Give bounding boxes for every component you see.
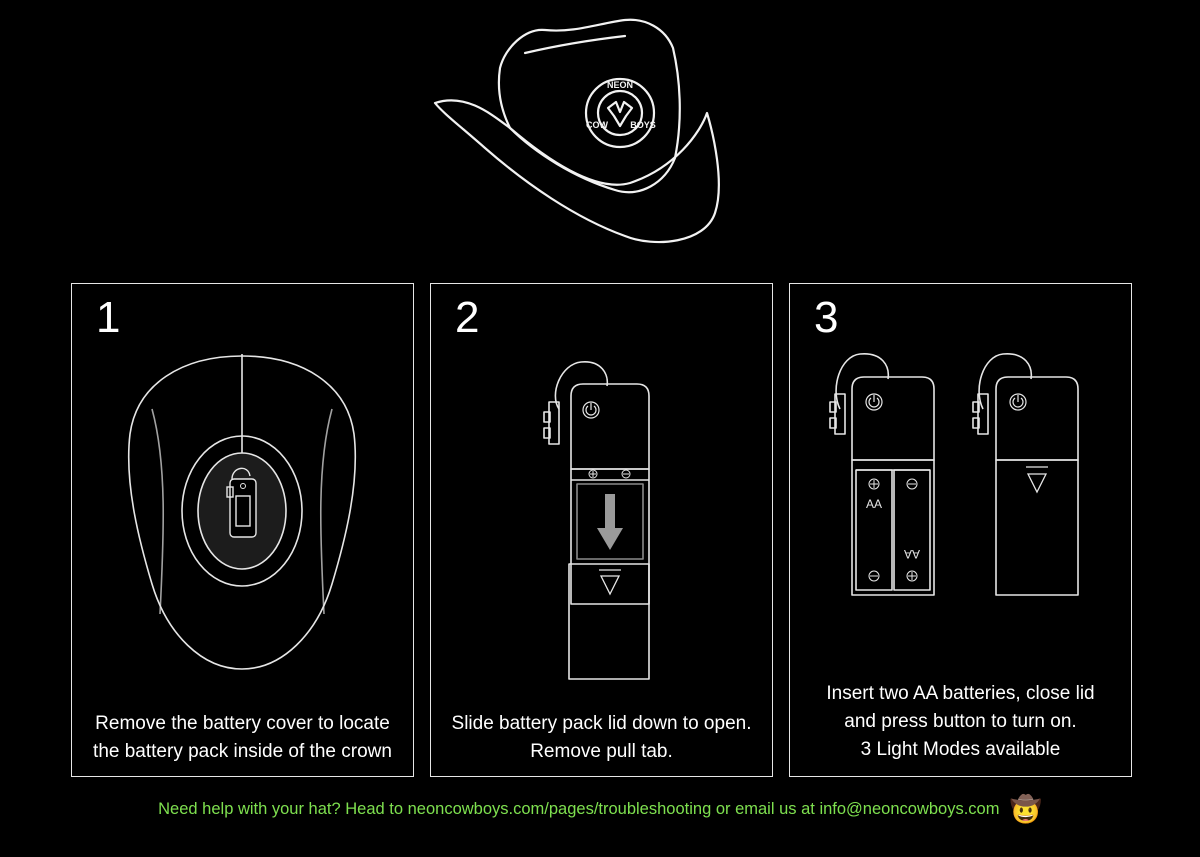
- minus-icon: [868, 570, 880, 582]
- triangle-down-icon: [1026, 466, 1048, 494]
- minus-icon: [906, 478, 918, 490]
- power-button-icon: [1009, 393, 1027, 411]
- step-panel-1: 1 Remove the battery cover to locate the…: [71, 283, 414, 777]
- hat-badge-top: NEON: [607, 80, 633, 90]
- step-number: 2: [455, 293, 480, 342]
- cowboy-hat-icon: NEON COW BOYS: [433, 18, 720, 244]
- caption-line: Remove pull tab.: [530, 741, 673, 762]
- cowboy-emoji-icon: 🤠: [1009, 794, 1042, 824]
- caption-line: and press button to turn on.: [844, 711, 1077, 732]
- plus-icon: [588, 469, 598, 479]
- triangle-down-icon: [599, 569, 621, 596]
- minus-icon: [621, 469, 631, 479]
- plus-icon: [868, 478, 880, 490]
- step-caption: Remove the battery cover to locate the b…: [72, 710, 413, 766]
- down-arrow-icon: [597, 494, 623, 550]
- hat-badge-right: BOYS: [630, 120, 656, 130]
- battery-label: AA: [866, 497, 882, 511]
- step-panel-2: 2: [430, 283, 773, 777]
- step-number: 1: [96, 293, 121, 342]
- step-caption: Slide battery pack lid down to open. Rem…: [431, 710, 772, 766]
- battery-pack-open-illustration: [543, 361, 650, 680]
- caption-line: the battery pack inside of the crown: [93, 741, 392, 762]
- hat-badge-left: COW: [586, 120, 609, 130]
- caption-line: Slide battery pack lid down to open.: [451, 713, 752, 734]
- step-panel-3: 3 AA AA: [789, 283, 1132, 777]
- power-button-icon: [865, 393, 883, 411]
- help-footer-text[interactable]: Need help with your hat? Head to neoncow…: [158, 799, 1000, 818]
- power-button-icon: [582, 401, 600, 419]
- hat-top-view-illustration: [127, 354, 357, 670]
- help-footer: Need help with your hat? Head to neoncow…: [0, 792, 1200, 826]
- step-number: 3: [814, 293, 839, 342]
- power-button-icon: [240, 483, 246, 489]
- caption-line: Remove the battery cover to locate: [95, 713, 390, 734]
- battery-pack-insert-illustration: AA AA: [829, 353, 1079, 596]
- battery-label: AA: [904, 547, 920, 561]
- caption-line: Insert two AA batteries, close lid: [826, 683, 1095, 704]
- step-caption: Insert two AA batteries, close lid and p…: [790, 680, 1131, 764]
- caption-line: 3 Light Modes available: [860, 739, 1061, 760]
- plus-icon: [906, 570, 918, 582]
